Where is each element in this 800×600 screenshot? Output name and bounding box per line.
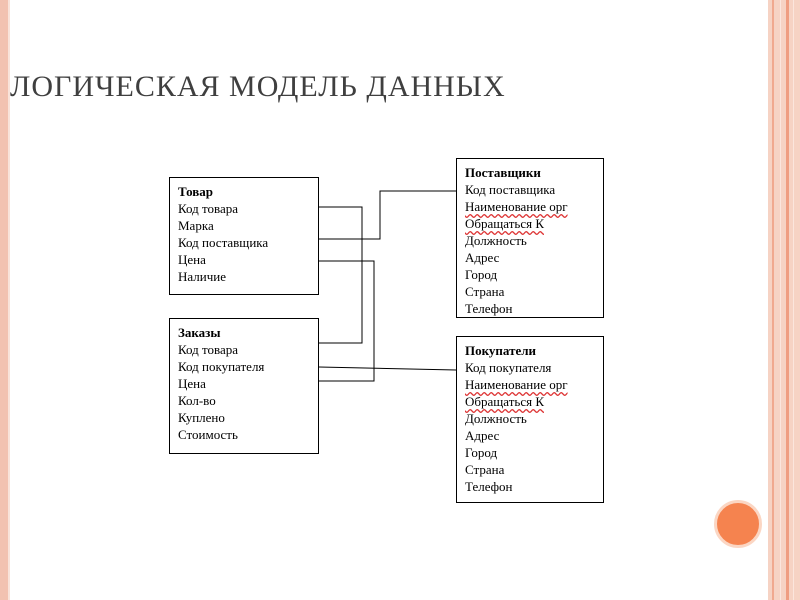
entity-field: Телефон xyxy=(465,479,513,494)
entity-field: Должность xyxy=(465,233,527,248)
entity-field: Код товара xyxy=(178,342,239,357)
entity-field: Должность xyxy=(465,411,527,426)
entity-title: Поставщики xyxy=(465,165,541,180)
entity-title: Заказы xyxy=(178,325,221,340)
left-decor-border xyxy=(0,0,8,600)
entity-field: Стоимость xyxy=(178,427,238,442)
entity-field: Город xyxy=(465,267,498,282)
entity-field: Код поставщика xyxy=(465,182,556,197)
decor-circle xyxy=(714,500,762,548)
entity-title: Покупатели xyxy=(465,343,537,358)
right-decor-stripe xyxy=(780,0,781,600)
entity-field: Адрес xyxy=(465,250,500,265)
entity-postavshiki: Поставщики Код поставщика Наименование о… xyxy=(456,158,604,318)
entity-field: Наличие xyxy=(178,269,226,284)
link-tovar-postavshiki xyxy=(319,190,456,240)
entity-field: Код товара xyxy=(178,201,239,216)
entity-title: Товар xyxy=(178,184,214,199)
entity-field: Куплено xyxy=(178,410,225,425)
right-decor-stripe xyxy=(786,0,789,600)
entity-field: Телефон xyxy=(465,301,513,316)
entity-zakazy: Заказы Код товара Код покупателя Цена Ко… xyxy=(169,318,319,454)
entity-field: Наименование орг xyxy=(465,377,568,392)
right-decor-stripe xyxy=(772,0,774,600)
entity-field: Обращаться К xyxy=(465,394,544,409)
link-tovar-zakazy-cena xyxy=(319,260,375,382)
entity-field: Страна xyxy=(465,462,505,477)
link-tovar-zakazy-kod-tovara xyxy=(319,206,363,344)
entity-field: Обращаться К xyxy=(465,216,544,231)
entity-pokupateli: Покупатели Код покупателя Наименование о… xyxy=(456,336,604,503)
entity-field: Цена xyxy=(178,252,206,267)
entity-field: Код покупателя xyxy=(465,360,552,375)
left-decor-stripe xyxy=(8,0,10,600)
entity-field: Город xyxy=(465,445,498,460)
entity-field: Наименование орг xyxy=(465,199,568,214)
link-zakazy-pokupateli xyxy=(318,366,457,371)
entity-field: Марка xyxy=(178,218,214,233)
entity-tovar: Товар Код товара Марка Код поставщика Це… xyxy=(169,177,319,295)
entity-field: Кол-во xyxy=(178,393,216,408)
entity-field: Страна xyxy=(465,284,505,299)
entity-field: Цена xyxy=(178,376,206,391)
entity-field: Адрес xyxy=(465,428,500,443)
right-decor-stripe xyxy=(793,0,794,600)
entity-field: Код покупателя xyxy=(178,359,265,374)
slide-title: Логическая модель данных xyxy=(10,70,506,103)
entity-field: Код поставщика xyxy=(178,235,269,250)
